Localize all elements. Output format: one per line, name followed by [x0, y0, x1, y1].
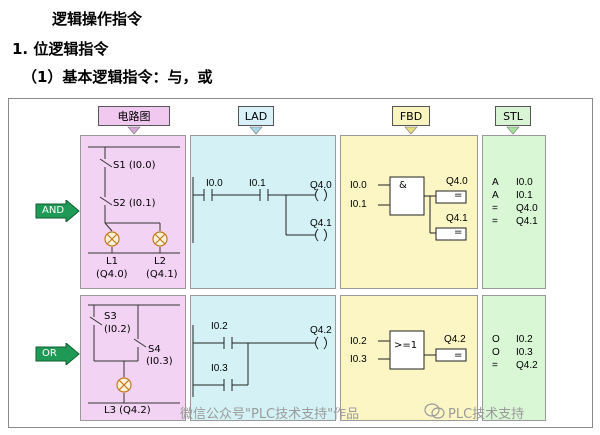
or-lad-in2: I0.3 [211, 363, 228, 374]
and-lad-in2: I0.1 [249, 178, 266, 189]
header-circuit: 电路图 [98, 106, 170, 126]
or-fbd-assign: = [454, 350, 463, 361]
and-fbd-in1: I0.0 [350, 180, 367, 191]
and-l2-label: L2 [154, 256, 166, 267]
and-circuit-diagram [88, 146, 180, 254]
and-fbd-assign1: = [454, 190, 463, 201]
and-fbd-out2: Q4.1 [446, 213, 468, 224]
watermark-text: 微信公众号"PLC技术支持"作品 [180, 407, 360, 422]
and-l2-addr: (Q4.1) [146, 269, 178, 280]
header-stl: STL [495, 106, 531, 126]
or-s3-addr: (I0.2) [104, 324, 131, 335]
and-fbd-gate: & [399, 180, 407, 191]
and-stl-op-4: = [492, 216, 498, 227]
and-l1-label: L1 [106, 256, 118, 267]
and-fbd-assign2: = [454, 227, 463, 238]
or-stl-addr-3: Q4.2 [516, 360, 538, 371]
and-s1-label: S1 (I0.0) [113, 160, 156, 171]
and-circuit-panel [80, 135, 186, 289]
header-fbd: FBD [392, 106, 430, 126]
or-s3-label: S3 [104, 311, 117, 322]
or-stl-addr-2: I0.3 [516, 347, 533, 358]
or-l3-label: L3 (Q4.2) [104, 405, 151, 416]
and-lad-out1: Q4.0 [310, 180, 332, 191]
and-lad-panel [190, 135, 336, 289]
and-stl-addr-3: Q4.0 [516, 203, 538, 214]
or-fbd-gate: >=1 [394, 340, 418, 351]
or-s4-addr: (I0.3) [146, 356, 173, 367]
diagram-frame [8, 98, 593, 428]
and-fbd-in2: I0.1 [350, 199, 367, 210]
or-stl-op-2: O [492, 347, 500, 358]
or-arrow-label: OR [42, 348, 57, 359]
or-stl-panel [482, 295, 546, 421]
or-fbd-in1: I0.2 [350, 336, 367, 347]
and-stl-addr-2: I0.1 [516, 190, 533, 201]
or-stl-op-1: O [492, 334, 500, 345]
or-circuit-diagram [88, 304, 180, 404]
and-fbd-diagram [378, 176, 467, 241]
or-fbd-diagram [378, 330, 467, 370]
or-fbd-in2: I0.3 [350, 354, 367, 365]
and-arrow-label: AND [42, 205, 65, 216]
or-lad-diagram [192, 325, 327, 397]
or-arrow [35, 343, 80, 365]
and-stl-op-2: A [492, 190, 499, 201]
header-lad: LAD [238, 106, 274, 126]
and-stl-op-1: A [492, 177, 499, 188]
and-stl-panel [482, 135, 546, 289]
and-lad-diagram [192, 177, 327, 243]
and-s2-label: S2 (I0.1) [113, 198, 156, 209]
wechat-icon [424, 403, 445, 419]
and-arrow [35, 200, 80, 222]
and-l1-addr: (Q4.0) [96, 269, 128, 280]
and-fbd-out1: Q4.0 [446, 176, 468, 187]
or-stl-op-3: = [492, 360, 498, 371]
or-lad-panel [190, 295, 336, 421]
and-lad-in1: I0.0 [206, 178, 223, 189]
subsection-heading: （1）基本逻辑指令：与，或 [22, 68, 213, 86]
and-stl-addr-4: Q4.1 [516, 216, 538, 227]
and-lad-out2: Q4.1 [310, 218, 332, 229]
or-lad-out1: Q4.2 [310, 325, 332, 336]
or-lad-in1: I0.2 [211, 321, 228, 332]
page-title: 逻辑操作指令 [52, 10, 143, 28]
and-stl-addr-1: I0.0 [516, 177, 533, 188]
or-fbd-out1: Q4.2 [444, 334, 466, 345]
or-circuit-panel [80, 295, 186, 421]
or-stl-addr-1: I0.2 [516, 334, 533, 345]
watermark-brand: PLC技术支持 [448, 407, 525, 422]
or-s4-label: S4 [148, 344, 161, 355]
and-stl-op-3: = [492, 203, 498, 214]
section-heading: 1. 位逻辑指令 [12, 40, 109, 58]
